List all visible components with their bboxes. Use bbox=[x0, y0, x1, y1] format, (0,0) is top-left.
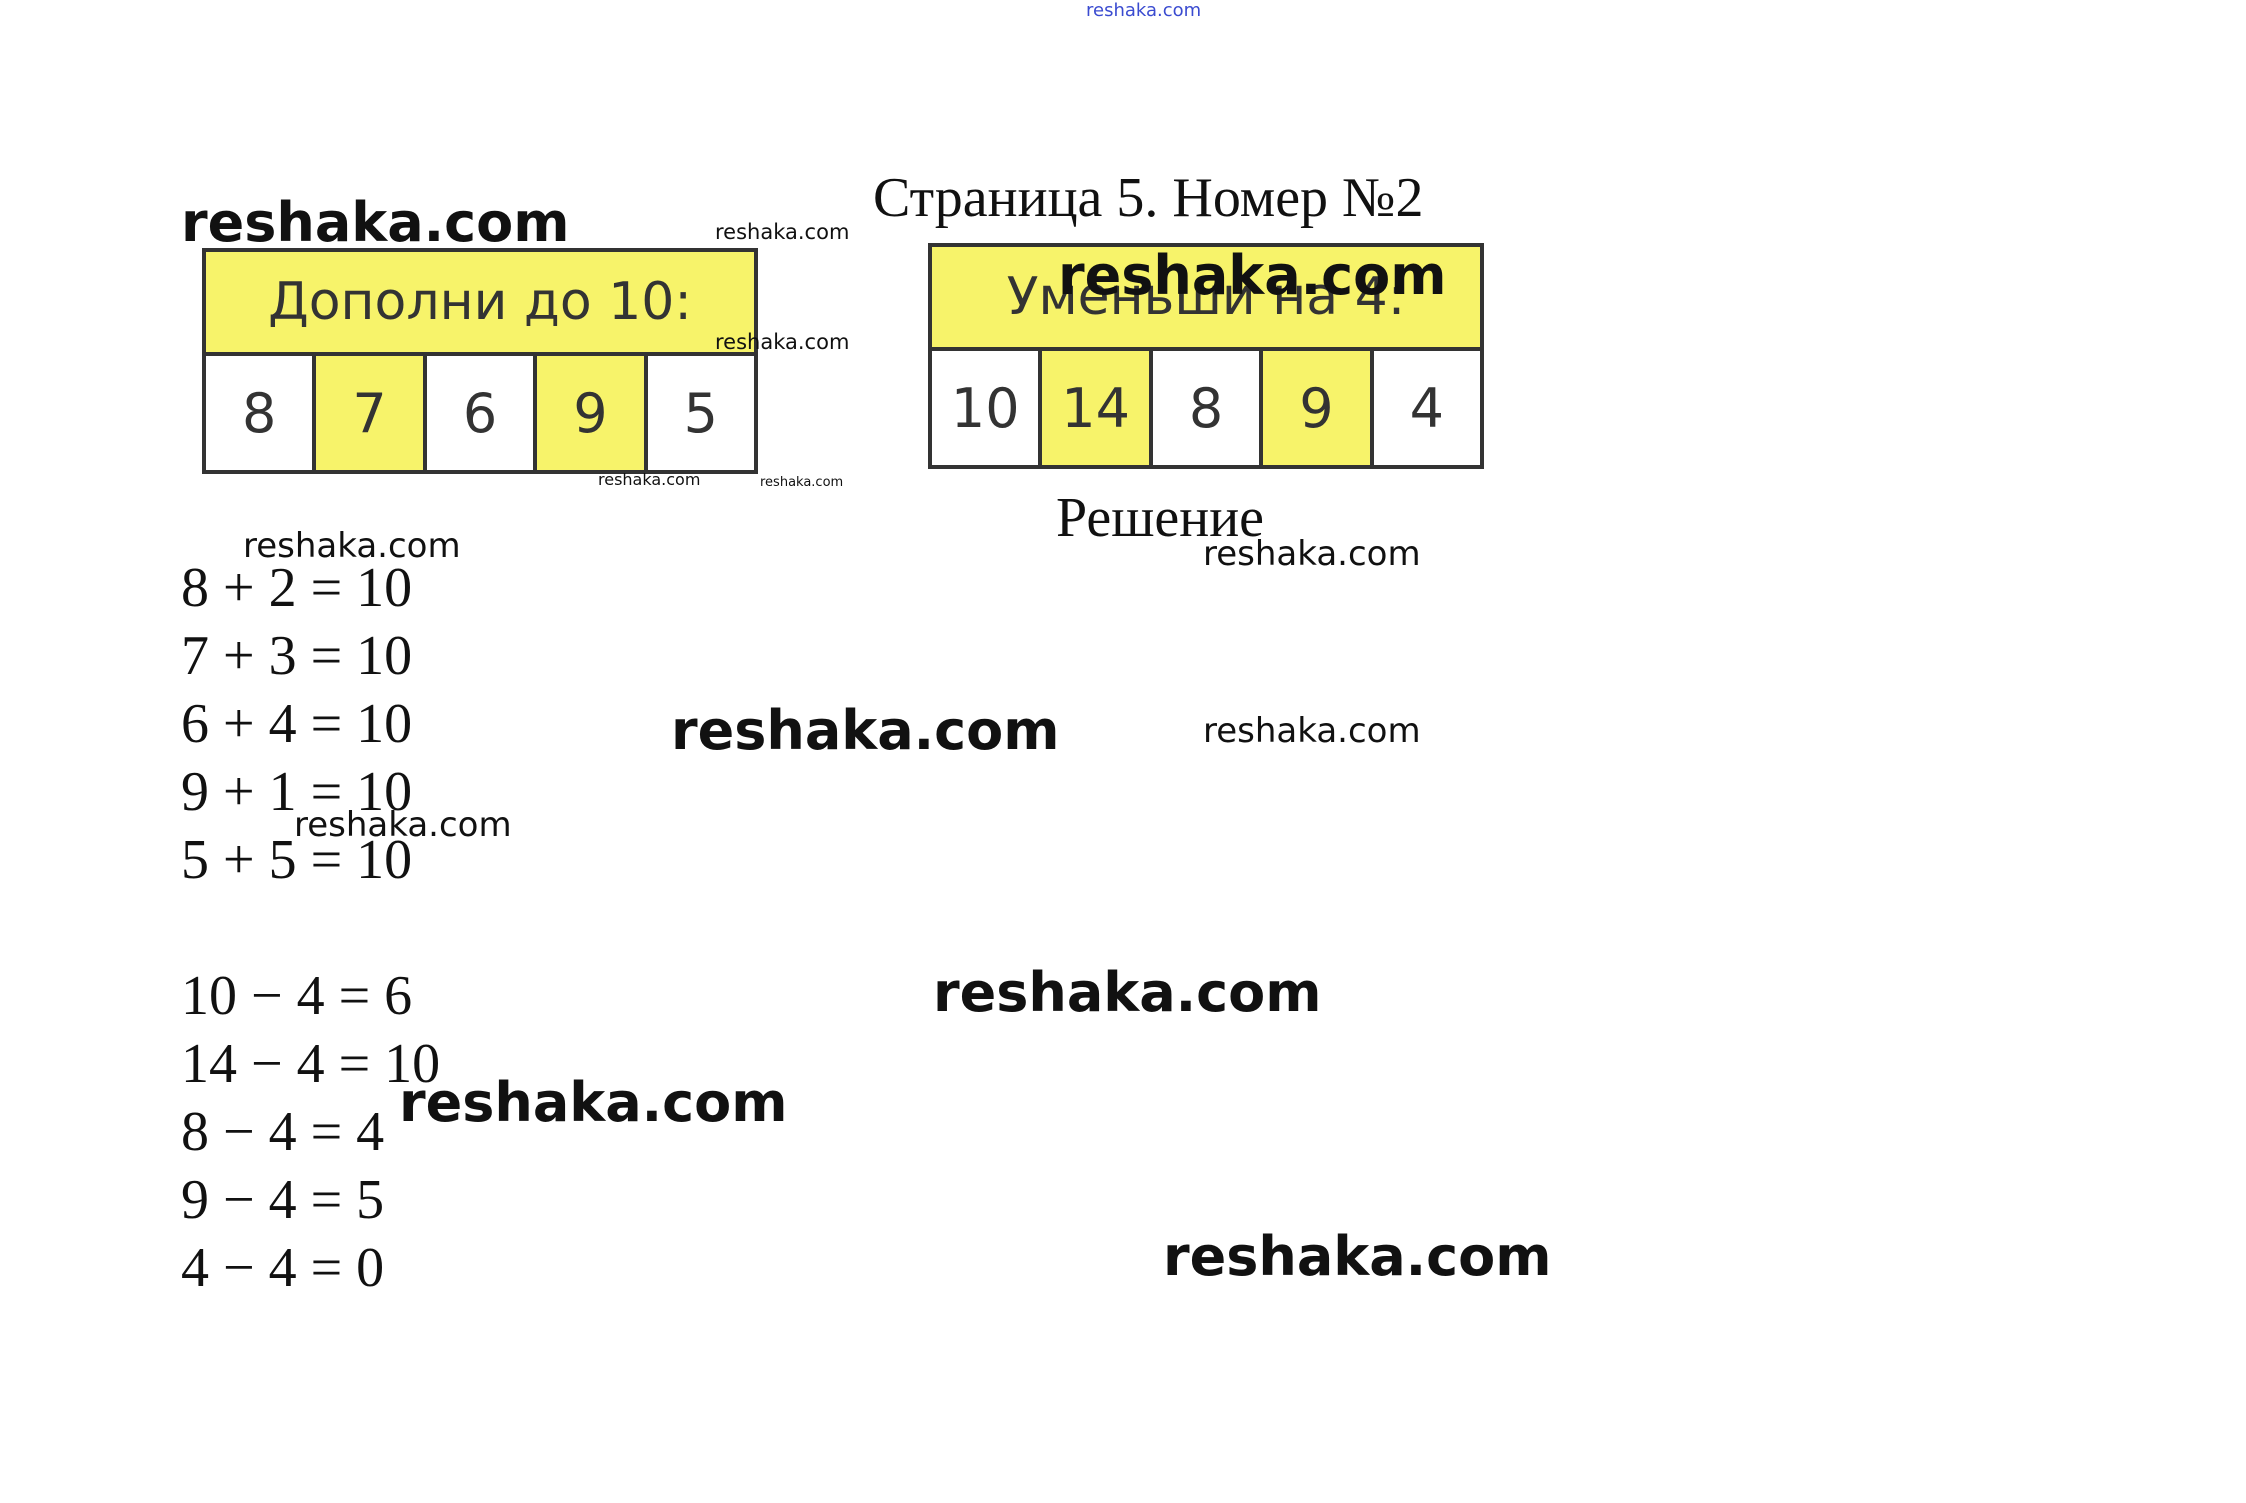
watermark-text: reshaka.com bbox=[715, 330, 850, 354]
task-cell: 9 bbox=[537, 356, 648, 470]
task-box-complement-to-10: Дополни до 10: 8 7 6 9 5 bbox=[202, 248, 758, 474]
task-cell: 8 bbox=[1152, 351, 1264, 465]
task-cell: 14 bbox=[1042, 351, 1153, 465]
task-cell: 5 bbox=[647, 356, 755, 470]
watermark-text: reshaka.com bbox=[715, 220, 850, 244]
task-cells-right: 10 14 8 9 4 bbox=[932, 351, 1481, 465]
task-cells-left: 8 7 6 9 5 bbox=[206, 356, 755, 470]
watermark-text: reshaka.com bbox=[671, 699, 1060, 762]
watermark-text: reshaka.com bbox=[760, 475, 844, 490]
equation-line: 6 + 4 = 10 bbox=[181, 693, 413, 755]
task-cell: 10 bbox=[932, 351, 1043, 465]
watermark-text: reshaka.com bbox=[243, 526, 461, 566]
equation-line: 14 − 4 = 10 bbox=[181, 1033, 441, 1095]
page-title: Страница 5. Номер №2 bbox=[873, 167, 1424, 229]
solution-heading: Решение bbox=[1056, 487, 1265, 549]
task-cell: 4 bbox=[1373, 351, 1481, 465]
equation-line: 10 − 4 = 6 bbox=[181, 965, 413, 1027]
task-box-decrease-by-4: Уменьши на 4: 10 14 8 9 4 bbox=[928, 243, 1484, 469]
watermark-text: reshaka.com bbox=[1163, 1225, 1552, 1288]
watermark-text: reshaka.com bbox=[1058, 244, 1447, 307]
task-cell: 7 bbox=[316, 356, 427, 470]
equation-line: 5 + 5 = 10 bbox=[181, 829, 413, 891]
equation-line: 9 + 1 = 10 bbox=[181, 761, 413, 823]
watermark-text: reshaka.com bbox=[933, 961, 1322, 1024]
top-watermark: reshaka.com bbox=[1086, 0, 1202, 21]
watermark-text: reshaka.com bbox=[399, 1071, 788, 1134]
task-cell: 9 bbox=[1263, 351, 1374, 465]
task-cell: 8 bbox=[206, 356, 317, 470]
task-title-right: Уменьши на 4: bbox=[932, 247, 1480, 351]
equation-line: 8 − 4 = 4 bbox=[181, 1101, 385, 1163]
task-cell: 6 bbox=[426, 356, 538, 470]
watermark-text: reshaka.com bbox=[598, 470, 701, 489]
watermark-text: reshaka.com bbox=[1203, 711, 1421, 751]
equation-line: 9 − 4 = 5 bbox=[181, 1169, 385, 1231]
watermark-text: reshaka.com bbox=[294, 805, 512, 845]
watermark-text: reshaka.com bbox=[181, 191, 570, 254]
equation-line: 8 + 2 = 10 bbox=[181, 557, 413, 619]
equation-line: 4 − 4 = 0 bbox=[181, 1237, 385, 1299]
equation-line: 7 + 3 = 10 bbox=[181, 625, 413, 687]
watermark-text: reshaka.com bbox=[1203, 534, 1421, 574]
task-title-left: Дополни до 10: bbox=[206, 252, 754, 356]
